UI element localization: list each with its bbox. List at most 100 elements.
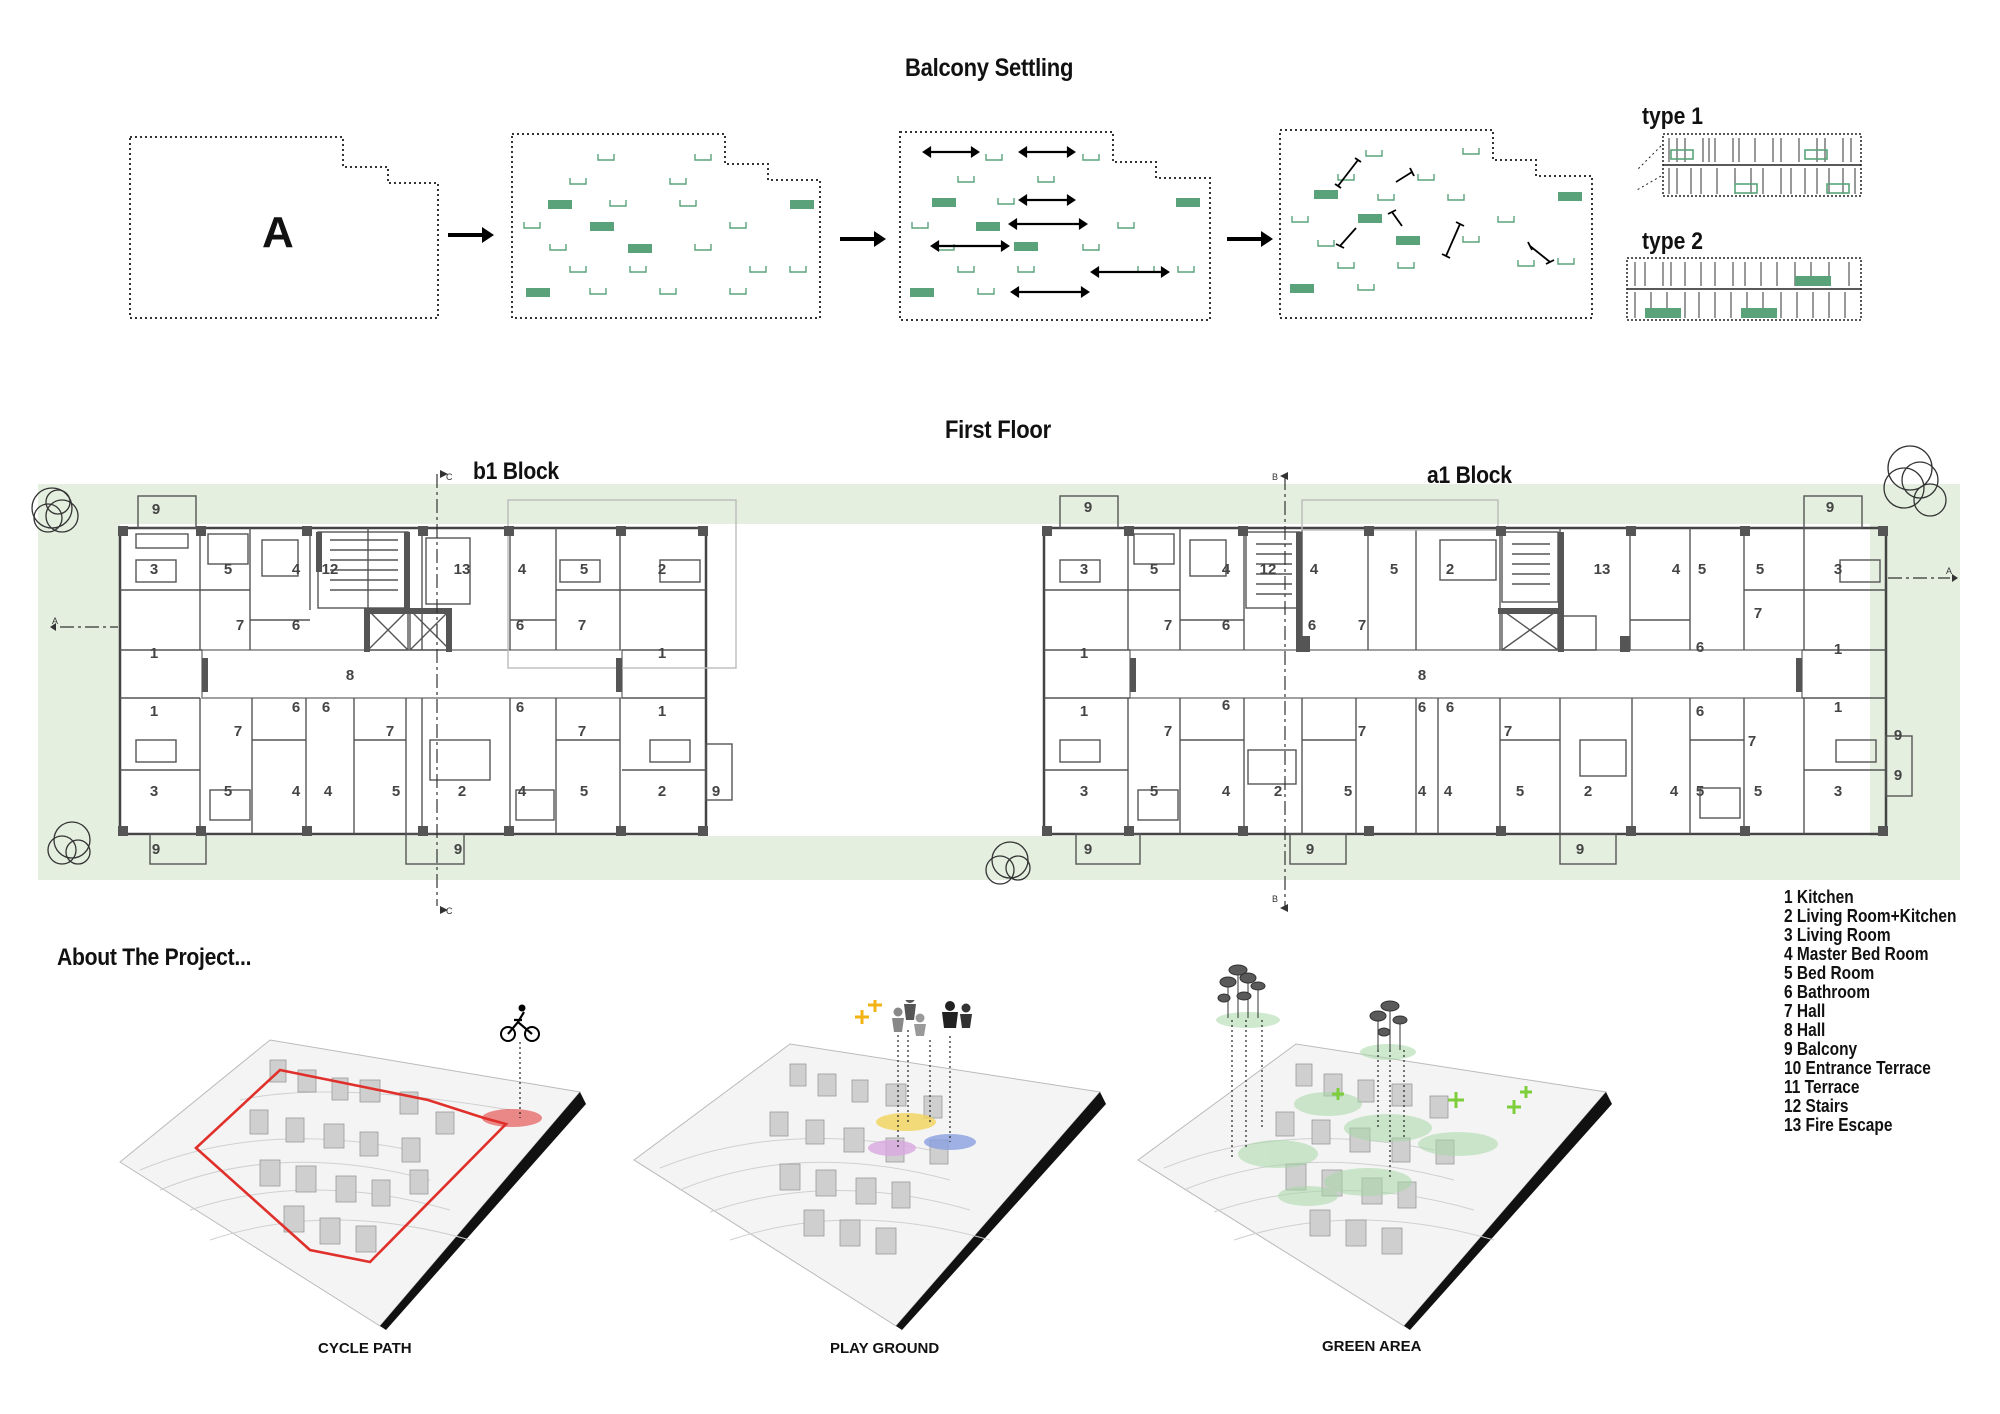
room-number: 6 [516, 617, 524, 634]
balcony-step-4-panel [1279, 129, 1593, 319]
room-number: 9 [152, 501, 160, 518]
room-number: 7 [1358, 617, 1366, 634]
room-number: 2 [658, 561, 666, 578]
section-mark: C [446, 472, 453, 482]
room-number: 3 [1080, 561, 1088, 578]
room-number: 9 [152, 841, 160, 858]
room-number: 7 [236, 617, 244, 634]
room-number: 5 [224, 561, 232, 578]
room-number: 3 [150, 561, 158, 578]
room-number: 6 [516, 699, 524, 716]
process-arrow-icon [448, 227, 494, 243]
room-number: 6 [322, 699, 330, 716]
room-number: 6 [1696, 639, 1704, 656]
room-number: 1 [1080, 703, 1088, 720]
room-number: 3 [150, 783, 158, 800]
room-number: 4 [1672, 561, 1681, 578]
room-number: 1 [658, 703, 666, 720]
room-number: 7 [234, 723, 242, 740]
room-number: 9 [1894, 727, 1902, 744]
room-number: 1 [1834, 641, 1842, 658]
room-number: 9 [712, 783, 720, 800]
cyclist-icon [500, 1004, 540, 1042]
room-number: 7 [1164, 617, 1172, 634]
balcony-step-3-panel [899, 131, 1211, 321]
room-number: 7 [1164, 723, 1172, 740]
b1-block-plan [118, 495, 737, 865]
room-number: 13 [1594, 561, 1611, 578]
room-number: 5 [1698, 561, 1706, 578]
balcony-type-2-label: type 2 [1642, 228, 1704, 255]
room-number: 9 [1576, 841, 1584, 858]
room-number: 2 [1446, 561, 1454, 578]
section-mark: A [52, 616, 58, 626]
legend-item: 4 Master Bed Room [1784, 944, 1929, 964]
play-ground-axonometric [633, 1000, 1106, 1330]
section-mark: A [1946, 566, 1952, 576]
green-area-axonometric [1137, 964, 1612, 1330]
room-number: 1 [1080, 645, 1088, 662]
room-number: 5 [1516, 783, 1524, 800]
cycle-path-caption: CYCLE PATH [318, 1340, 412, 1357]
tree-icon [31, 445, 1947, 885]
room-number: 12 [1260, 561, 1277, 578]
room-number: 4 [1670, 783, 1679, 800]
room-number: 9 [1084, 841, 1092, 858]
cycle-path-axonometric [119, 1004, 586, 1330]
room-number: 6 [1418, 699, 1426, 716]
legend-item: 10 Entrance Terrace [1784, 1058, 1931, 1078]
room-number: 7 [578, 617, 586, 634]
room-number: 6 [1222, 697, 1230, 714]
legend-item: 13 Fire Escape [1784, 1115, 1893, 1135]
legend-item: 12 Stairs [1784, 1096, 1849, 1116]
legend-item: 11 Terrace [1784, 1077, 1860, 1097]
section-markers [50, 470, 1958, 914]
room-number: 5 [1754, 783, 1762, 800]
room-number: 3 [1834, 561, 1842, 578]
room-number: 2 [458, 783, 466, 800]
balcony-settling-title: Balcony Settling [905, 54, 1074, 82]
room-number: 6 [292, 617, 300, 634]
balcony-type-2-elevation [1626, 257, 1862, 321]
room-number: 6 [1308, 617, 1316, 634]
balcony-step-2-panel [511, 133, 821, 319]
legend-item: 9 Balcony [1784, 1039, 1858, 1059]
legend-item: 7 Hall [1784, 1001, 1826, 1021]
room-number: 5 [1756, 561, 1764, 578]
room-number: 1 [658, 645, 666, 662]
room-number: 6 [1222, 617, 1230, 634]
room-number: 1 [150, 703, 158, 720]
room-number: 7 [1754, 605, 1762, 622]
room-number: 13 [454, 561, 471, 578]
room-number: 4 [1222, 783, 1231, 800]
section-mark: B [1272, 894, 1278, 904]
legend-item: 5 Bed Room [1784, 963, 1875, 983]
tree-icon [1217, 964, 1408, 1050]
room-number: 5 [1150, 561, 1158, 578]
section-mark: B [1272, 472, 1278, 482]
play-ground-caption: PLAY GROUND [830, 1340, 940, 1357]
room-number: 4 [1310, 561, 1319, 578]
room-number: 12 [322, 561, 339, 578]
room-number: 9 [1826, 499, 1834, 516]
plus-icon [1332, 1086, 1532, 1114]
room-number: 5 [392, 783, 400, 800]
room-number: 4 [292, 783, 301, 800]
room-legend: 1 Kitchen 2 Living Room+Kitchen 3 Living… [1784, 888, 1956, 1135]
room-number: 4 [518, 561, 527, 578]
room-number: 9 [454, 841, 462, 858]
room-number: 5 [1150, 783, 1158, 800]
room-number: 3 [1834, 783, 1842, 800]
room-number: 5 [1696, 783, 1704, 800]
process-arrow-icon [840, 231, 886, 247]
first-floor-title: First Floor [945, 416, 1051, 444]
room-number: 9 [1894, 767, 1902, 784]
room-number: 7 [386, 723, 394, 740]
room-number: 6 [1696, 703, 1704, 720]
room-number: 2 [658, 783, 666, 800]
room-number: 4 [292, 561, 301, 578]
room-number: 5 [224, 783, 232, 800]
room-number: 2 [1584, 783, 1592, 800]
room-number: 9 [1084, 499, 1092, 516]
